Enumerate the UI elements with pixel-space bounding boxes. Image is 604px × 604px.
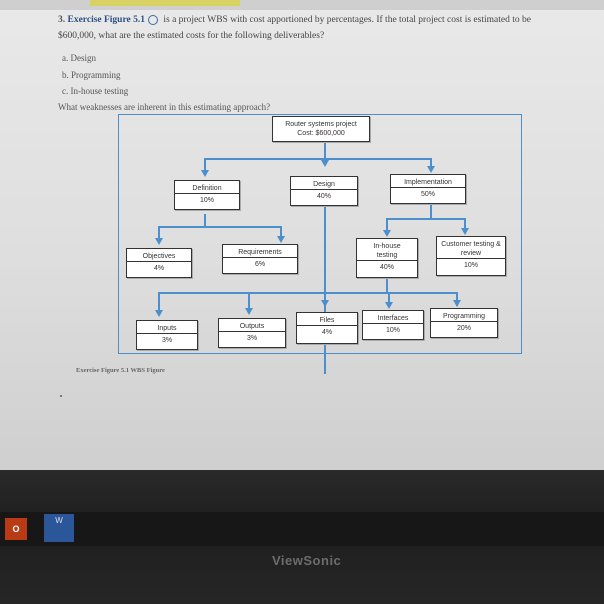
connector — [158, 226, 160, 240]
figure-caption: Exercise Figure 5.1 WBS Figure — [76, 367, 165, 374]
wbs-inputs: Inputs 3% — [136, 320, 198, 350]
connector — [386, 218, 466, 220]
arrow-icon — [385, 302, 393, 309]
arrow-icon — [321, 160, 329, 167]
wbs-design: Design 40% — [290, 176, 358, 206]
connector — [388, 292, 390, 306]
requirements-pct: 6% — [223, 257, 297, 269]
definition-title: Definition — [192, 185, 222, 192]
arrow-icon — [155, 310, 163, 317]
item-b: b. Programming — [62, 70, 121, 80]
wbs-objectives: Objectives 4% — [126, 248, 192, 278]
screen: 3. Exercise Figure 5.1 is a project WBS … — [0, 0, 604, 470]
connector — [430, 202, 432, 218]
interfaces-title: Interfaces — [377, 315, 409, 322]
design-pct: 40% — [291, 189, 357, 201]
connector — [430, 158, 432, 170]
connector — [204, 158, 432, 160]
arrow-icon — [245, 308, 253, 315]
programming-title: Programming — [442, 313, 485, 320]
interfaces-pct: 10% — [363, 323, 423, 335]
exercise-figure-link[interactable]: Exercise Figure 5.1 — [67, 15, 145, 25]
connector — [158, 226, 282, 228]
top-bar — [0, 0, 604, 10]
item-a: a. Design — [62, 53, 96, 63]
connector — [158, 292, 160, 312]
question-line2: $600,000, what are the estimated costs f… — [58, 31, 325, 41]
arrow-icon — [155, 238, 163, 245]
connector — [204, 158, 206, 172]
inhouse-title: In-house testing — [373, 243, 401, 259]
root-title: Router systems project — [285, 121, 357, 128]
item-c: c. In-house testing — [62, 86, 129, 96]
root-cost: Cost: $600,000 — [297, 130, 345, 137]
definition-pct: 10% — [175, 193, 239, 205]
wbs-inhouse-testing: In-house testing 40% — [356, 238, 418, 278]
inputs-pct: 3% — [137, 333, 197, 345]
connector — [280, 226, 282, 240]
diagram-frame — [118, 114, 522, 354]
wbs-diagram: Router systems project Cost: $600,000 De… — [118, 114, 522, 374]
wbs-definition: Definition 10% — [174, 180, 240, 210]
question-text: 3. Exercise Figure 5.1 is a project WBS … — [58, 12, 578, 44]
question-number: 3. — [58, 15, 66, 25]
word-app-icon[interactable]: W — [44, 514, 74, 542]
wbs-customer-testing: Customer testing & review 10% — [436, 236, 506, 276]
objectives-pct: 4% — [127, 261, 191, 273]
implementation-title: Implementation — [404, 179, 452, 186]
wbs-implementation: Implementation 50% — [390, 174, 466, 204]
question-final: What weaknesses are inherent in this est… — [58, 102, 271, 112]
files-title: Files — [319, 317, 335, 324]
wbs-root: Router systems project Cost: $600,000 — [272, 116, 370, 142]
programming-pct: 20% — [431, 321, 497, 333]
highlight-strip — [90, 0, 240, 6]
connector — [456, 292, 458, 306]
arrow-icon — [453, 300, 461, 307]
wbs-programming: Programming 20% — [430, 308, 498, 338]
implementation-pct: 50% — [391, 187, 465, 199]
customer-pct: 10% — [437, 258, 505, 270]
connector — [158, 292, 458, 294]
bullet-dot — [60, 395, 62, 397]
connector — [324, 138, 326, 158]
arrow-icon — [321, 300, 329, 307]
external-link-icon[interactable] — [147, 14, 158, 25]
outputs-title: Outputs — [239, 323, 265, 330]
customer-title: Customer testing & review — [441, 241, 501, 257]
connector — [248, 292, 250, 312]
office-app-icon[interactable]: O — [5, 518, 27, 540]
arrow-icon — [277, 236, 285, 243]
design-title: Design — [313, 181, 335, 188]
wbs-interfaces: Interfaces 10% — [362, 310, 424, 340]
wbs-outputs: Outputs 3% — [218, 318, 286, 348]
objectives-title: Objectives — [142, 253, 176, 260]
arrow-icon — [427, 166, 435, 173]
taskbar — [0, 512, 604, 546]
inputs-title: Inputs — [157, 325, 177, 332]
wbs-files: Files 4% — [296, 312, 358, 344]
arrow-icon — [383, 230, 391, 237]
files-pct: 4% — [297, 325, 357, 337]
connector — [204, 214, 206, 226]
arrow-icon — [461, 228, 469, 235]
outputs-pct: 3% — [219, 331, 285, 343]
connector — [464, 218, 466, 232]
inhouse-pct: 40% — [357, 260, 417, 272]
monitor-brand-logo: ViewSonic — [272, 553, 342, 568]
connector — [386, 278, 388, 292]
connector — [324, 204, 326, 374]
arrow-icon — [201, 170, 209, 177]
wbs-requirements: Requirements 6% — [222, 244, 298, 274]
question-line1: is a project WBS with cost apportioned b… — [163, 15, 531, 25]
connector — [386, 218, 388, 232]
requirements-title: Requirements — [238, 249, 282, 256]
